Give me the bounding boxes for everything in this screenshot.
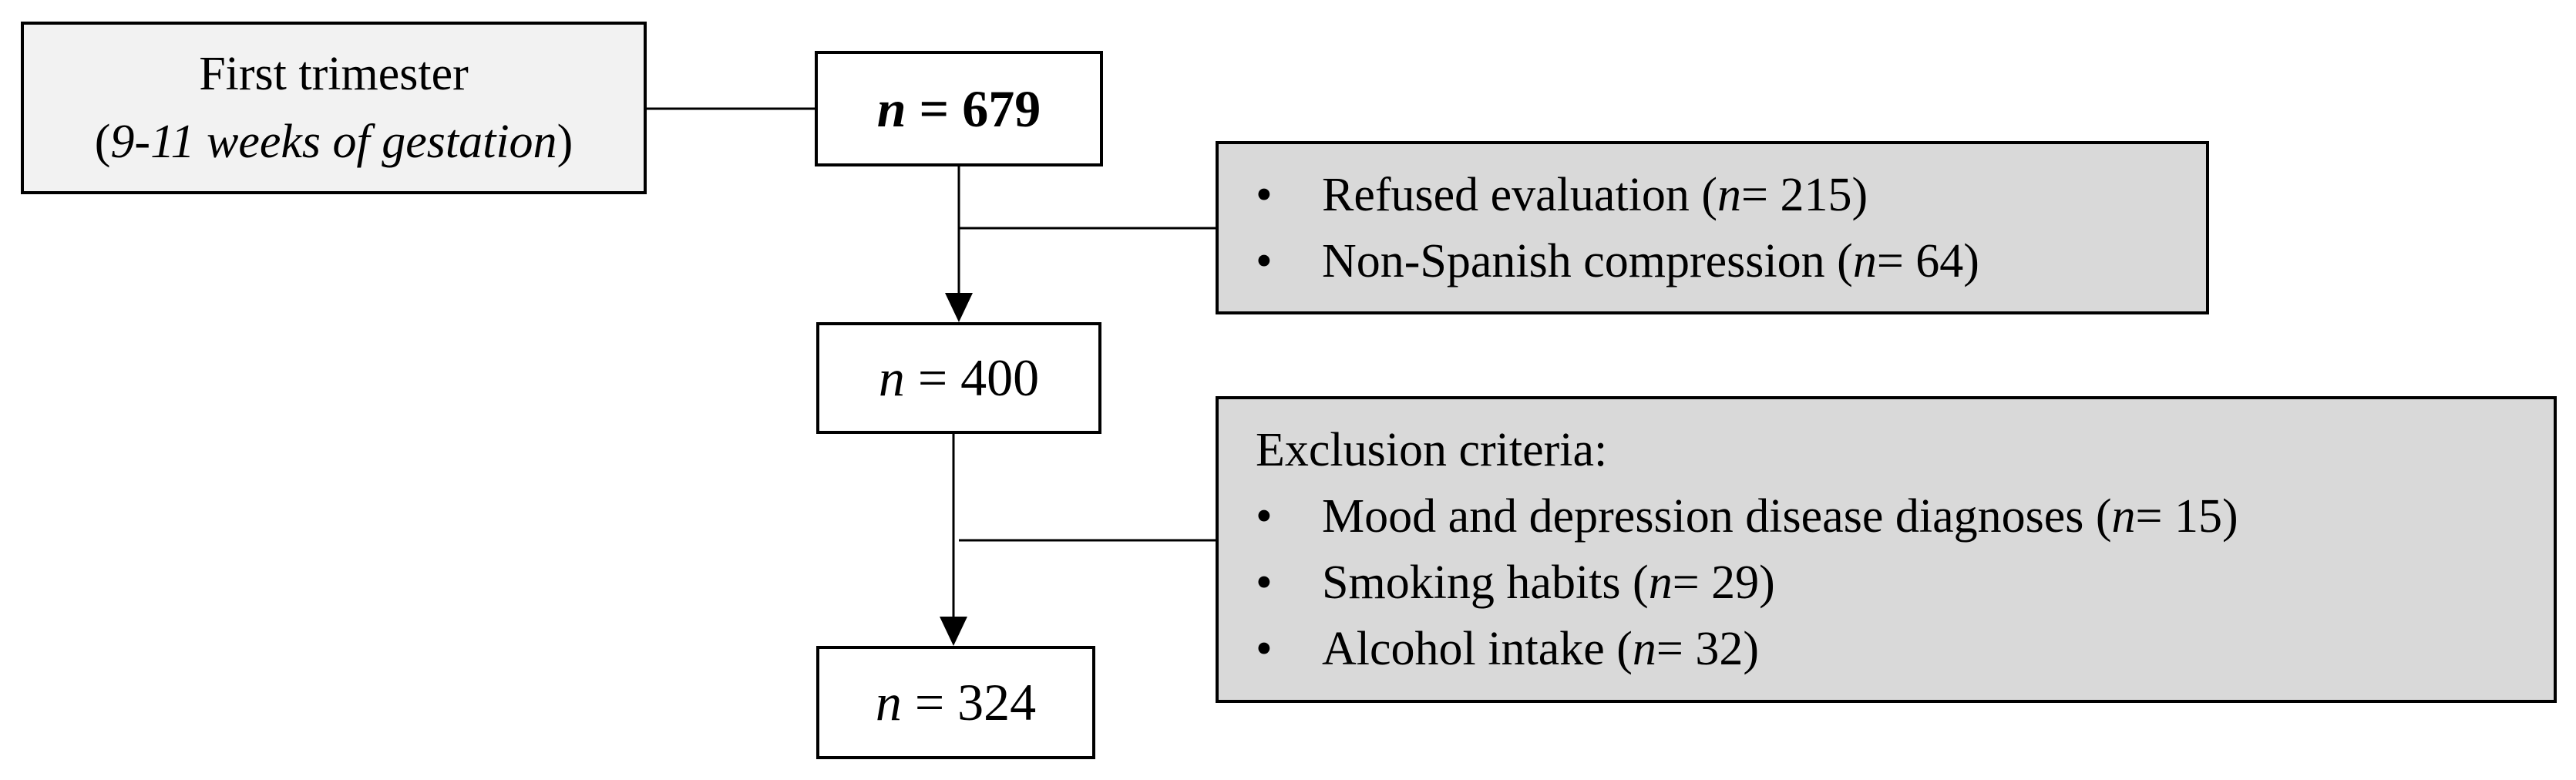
bullet: • xyxy=(1256,490,1273,543)
final-count-box: n = 324 xyxy=(816,646,1095,759)
exclusion-label: Smoking habits ( xyxy=(1322,556,1649,609)
arrowhead-400 xyxy=(945,293,973,322)
n-symbol: n xyxy=(1852,234,1877,287)
arrowhead-324 xyxy=(940,617,967,646)
exclusion-item: • Alcohol intake (n = 32) xyxy=(1256,616,2554,682)
exclusion-label: Mood and depression disease diagnoses ( xyxy=(1322,490,2112,543)
n-symbol: n xyxy=(2111,490,2136,543)
bullet: • xyxy=(1256,623,1273,675)
refusal-item: • Refused evaluation (n = 215) xyxy=(1256,162,2206,228)
n-symbol: n xyxy=(875,673,902,731)
bullet: • xyxy=(1256,234,1273,287)
bullet: • xyxy=(1256,556,1273,609)
refusal-box: •Refused evaluation (n = 215) •Non-Spani… xyxy=(1216,141,2209,314)
initial-count-box: n = 679 xyxy=(815,51,1103,166)
exclusion-criteria-box: Exclusion criteria: • Mood and depression… xyxy=(1216,396,2557,703)
refusal-label: Refused evaluation ( xyxy=(1322,168,1718,221)
final-count: = 324 xyxy=(914,673,1037,731)
refusal-value: = 64) xyxy=(1876,234,1979,287)
refusal-value: = 215) xyxy=(1741,168,1868,221)
initial-count: = 679 xyxy=(919,79,1041,138)
first-trimester-box: First trimester (9-11 weeks of gestation… xyxy=(21,22,647,194)
exclusion-value: = 29) xyxy=(1672,556,1775,609)
n-symbol: n xyxy=(876,79,906,138)
stage-paren-open: ( xyxy=(94,116,111,168)
bullet: • xyxy=(1256,168,1273,221)
exclusion-value: = 32) xyxy=(1656,623,1760,675)
n-symbol: n xyxy=(1717,168,1742,221)
exclusion-item: • Smoking habits (n = 29) xyxy=(1256,550,2554,616)
stage-title: First trimester xyxy=(199,48,469,100)
stage-subtitle-line: (9-11 weeks of gestation) xyxy=(95,108,573,176)
exclusion-value: = 15) xyxy=(2135,490,2238,543)
n-symbol: n xyxy=(1632,623,1656,675)
after-refusal-count: = 400 xyxy=(917,348,1040,407)
after-refusal-count-box: n = 400 xyxy=(816,322,1101,434)
exclusion-heading: Exclusion criteria: xyxy=(1256,424,1608,476)
exclusion-item: • Mood and depression disease diagnoses (… xyxy=(1256,483,2554,550)
exclusion-label: Alcohol intake ( xyxy=(1322,623,1633,675)
n-symbol: n xyxy=(878,348,905,407)
stage-paren-close: ) xyxy=(557,116,573,168)
stage-subtitle: 9-11 weeks of gestation xyxy=(110,116,557,168)
n-symbol: n xyxy=(1648,556,1673,609)
refusal-label: Non-Spanish compression ( xyxy=(1322,234,1853,287)
refusal-item: • Non-Spanish compression (n = 64) xyxy=(1256,228,2206,294)
